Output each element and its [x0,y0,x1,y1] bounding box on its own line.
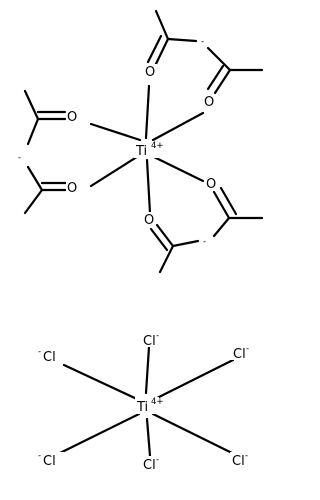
acac-ligand-top-right [146,9,264,95]
carbanion-charge-bottom-right: - [203,237,206,247]
chloride-top: Cl - [141,331,163,349]
acac-ligand-bottom-right [149,186,264,274]
svg-text:Cl: Cl [233,347,246,362]
svg-text:Cl: Cl [143,458,156,473]
svg-text:Cl: Cl [143,334,156,349]
oxygen-right-upper: O [204,95,214,110]
ti-o-bonds [89,84,205,215]
carbanion-charge-left: - [18,153,21,163]
metal-center-ti: Ti 4+ [134,141,164,159]
ti-symbol: Ti [135,144,147,159]
carbanion-charges: - - - [18,37,206,247]
svg-text:Cl: Cl [43,350,56,365]
ti2-symbol: Ti [136,400,148,415]
oxygen-left-lower: O [67,181,77,196]
chloride-lower-left: - Cl [36,451,64,469]
chloride-lower-right: Cl - [230,451,252,469]
structure-canvas: Ti 4+ O O O O O O - - - [18,9,264,473]
oxygen-top: O [145,65,155,80]
metal-center-ti-2: Ti 4+ [135,397,164,415]
ti-cl-bonds [58,345,235,458]
chloride-upper-right: Cl - [231,344,253,362]
acac-ligand-left [23,89,68,215]
hexachlorotitanate-complex: Ti 4+ Cl - - Cl Cl - - Cl [36,331,253,473]
ti-charge: 4+ [151,141,164,151]
svg-text:Cl: Cl [232,454,245,469]
oxygen-bottom: O [144,213,154,228]
chloride-upper-left: - Cl [36,347,64,365]
svg-text:-: - [245,451,248,461]
ti2-charge: 4+ [151,397,164,407]
svg-text:Cl: Cl [43,454,56,469]
oxygen-left-upper: O [67,110,77,125]
oxygen-atoms: O O O O O O [66,64,218,228]
oxygen-right-lower: O [206,177,216,192]
svg-text:-: - [156,331,159,341]
svg-text:-: - [156,455,159,465]
chloride-bottom: Cl - [141,455,163,473]
svg-text:-: - [38,347,41,357]
svg-text:-: - [246,344,249,354]
svg-text:-: - [38,451,41,461]
carbanion-charge-top-right: - [201,37,204,47]
chloride-ligands: Cl - - Cl Cl - - Cl Cl - [36,331,253,473]
titanium-acac-complex: Ti 4+ O O O O O O - - - [18,9,264,274]
